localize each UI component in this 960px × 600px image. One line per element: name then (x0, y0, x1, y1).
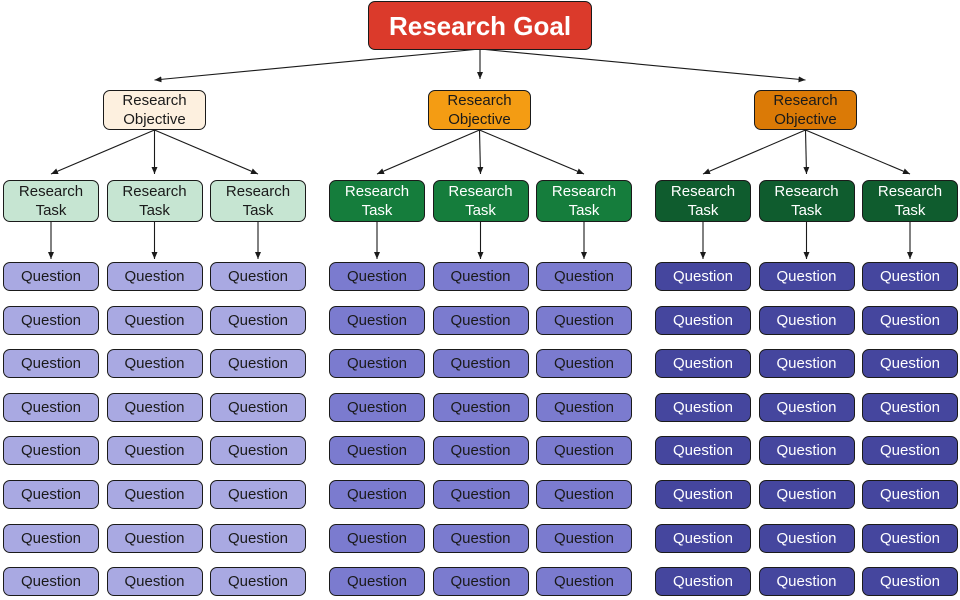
question-node: Question (655, 262, 751, 291)
question-node: Question (210, 306, 306, 335)
question-node: Question (329, 436, 425, 465)
question-node: Question (758, 262, 855, 291)
research-task-node: Research Task (329, 180, 425, 222)
research-goal-node: Research Goal (368, 1, 592, 50)
question-node: Question (655, 480, 751, 509)
question-node: Question (106, 524, 203, 553)
question-node: Question (655, 393, 751, 422)
objective-to-task-arrow (479, 129, 585, 175)
research-task-node: Research Task (655, 180, 751, 222)
question-node: Question (329, 262, 425, 291)
research-task-node: Research Task (862, 180, 958, 222)
question-node: Question (210, 349, 306, 378)
question-node: Question (758, 436, 855, 465)
question-node: Question (329, 480, 425, 509)
question-node: Question (536, 567, 632, 596)
question-node: Question (3, 567, 99, 596)
question-node: Question (655, 436, 751, 465)
question-node: Question (432, 567, 529, 596)
question-node: Question (758, 349, 855, 378)
question-node: Question (655, 306, 751, 335)
research-task-node: Research Task (3, 180, 99, 222)
question-node: Question (758, 306, 855, 335)
research-objective-node: Research Objective (428, 90, 531, 130)
question-node: Question (210, 262, 306, 291)
question-node: Question (536, 524, 632, 553)
question-node: Question (758, 480, 855, 509)
question-node: Question (106, 306, 203, 335)
question-node: Question (210, 393, 306, 422)
question-node: Question (106, 349, 203, 378)
question-node: Question (758, 524, 855, 553)
question-node: Question (655, 349, 751, 378)
question-node: Question (536, 262, 632, 291)
question-node: Question (862, 306, 958, 335)
question-node: Question (536, 306, 632, 335)
question-node: Question (210, 436, 306, 465)
question-node: Question (536, 480, 632, 509)
question-node: Question (329, 306, 425, 335)
question-node: Question (536, 349, 632, 378)
question-node: Question (536, 393, 632, 422)
question-node: Question (536, 436, 632, 465)
question-node: Question (329, 567, 425, 596)
goal-to-objective-arrow (479, 48, 806, 83)
question-node: Question (432, 262, 529, 291)
question-node: Question (3, 393, 99, 422)
question-node: Question (862, 436, 958, 465)
question-node: Question (106, 436, 203, 465)
question-node: Question (106, 262, 203, 291)
question-node: Question (210, 480, 306, 509)
question-node: Question (106, 393, 203, 422)
goal-to-objective-arrow (154, 48, 481, 83)
objective-to-task-arrow (376, 129, 480, 175)
objective-to-task-arrow (702, 129, 806, 175)
question-node: Question (3, 306, 99, 335)
question-node: Question (329, 524, 425, 553)
objective-to-task-arrow (477, 129, 484, 175)
question-node: Question (329, 393, 425, 422)
question-node: Question (329, 349, 425, 378)
question-node: Question (106, 567, 203, 596)
question-node: Question (3, 262, 99, 291)
objective-to-task-arrow (50, 129, 155, 175)
research-task-node: Research Task (536, 180, 632, 222)
research-objective-node: Research Objective (103, 90, 206, 130)
question-node: Question (862, 349, 958, 378)
question-node: Question (432, 393, 529, 422)
question-node: Question (432, 524, 529, 553)
objective-to-task-arrow (803, 129, 810, 175)
research-task-node: Research Task (210, 180, 306, 222)
question-node: Question (210, 524, 306, 553)
question-node: Question (3, 349, 99, 378)
question-node: Question (432, 436, 529, 465)
question-node: Question (862, 524, 958, 553)
question-node: Question (758, 567, 855, 596)
question-node: Question (432, 349, 529, 378)
question-node: Question (758, 393, 855, 422)
question-node: Question (655, 567, 751, 596)
research-objective-node: Research Objective (754, 90, 857, 130)
question-node: Question (862, 262, 958, 291)
research-task-node: Research Task (758, 180, 855, 222)
question-node: Question (432, 306, 529, 335)
question-node: Question (210, 567, 306, 596)
question-node: Question (432, 480, 529, 509)
question-node: Question (862, 567, 958, 596)
question-node: Question (655, 524, 751, 553)
question-node: Question (3, 524, 99, 553)
question-node: Question (3, 480, 99, 509)
question-node: Question (3, 436, 99, 465)
question-node: Question (106, 480, 203, 509)
research-task-node: Research Task (432, 180, 529, 222)
question-node: Question (862, 393, 958, 422)
question-node: Question (862, 480, 958, 509)
objective-to-task-arrow (805, 129, 911, 175)
research-task-node: Research Task (106, 180, 203, 222)
objective-to-task-arrow (154, 129, 259, 175)
